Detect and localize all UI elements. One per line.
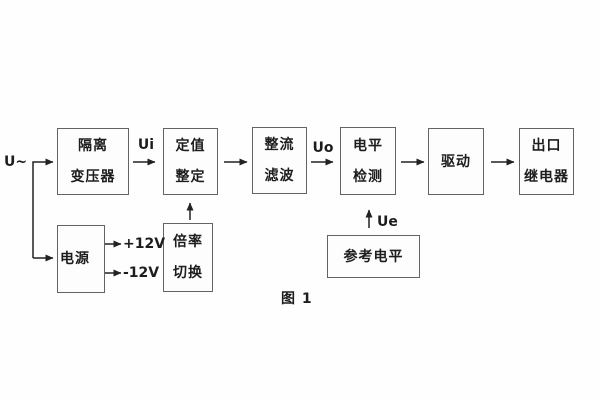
block-label: 隔离 [78, 138, 108, 154]
block-setpoint-adjust: 定值 整定 [163, 128, 218, 195]
signal-ue-label: Ue [377, 214, 398, 230]
block-isolation-transformer: 隔离 变压器 [57, 128, 129, 195]
block-label: 驱动 [441, 153, 471, 170]
input-voltage-label: U~ [4, 154, 28, 170]
block-output-relay: 出口 继电器 [519, 128, 574, 195]
connector-input-to-transformer [32, 158, 54, 258]
block-label: 继电器 [524, 169, 569, 185]
block-drive: 驱动 [428, 128, 484, 195]
block-label: 整流 [264, 137, 295, 153]
block-rectify-filter: 整流 滤波 [252, 127, 307, 194]
block-label: 变压器 [70, 169, 116, 185]
block-power-supply: 电源 [57, 225, 105, 293]
block-reference-level: 参考电平 [327, 235, 420, 278]
signal-ui-label: Ui [137, 137, 155, 153]
power-plus12-label: +12V [123, 236, 166, 252]
block-label: 检测 [353, 168, 383, 185]
figure-caption: 图 1 [281, 291, 313, 307]
block-label: 整定 [175, 169, 206, 185]
block-label: 切换 [173, 265, 203, 281]
block-label: 电平 [353, 137, 383, 154]
signal-uo-label: Uo [312, 140, 334, 156]
power-minus12-label: -12V [123, 265, 160, 281]
block-ratio-switch: 倍率 切换 [163, 223, 213, 292]
block-label: 参考电平 [343, 248, 404, 265]
block-label: 倍率 [173, 234, 203, 250]
block-label: 滤波 [264, 168, 295, 184]
block-label: 定值 [175, 138, 206, 154]
block-label: 电源 [60, 251, 90, 267]
block-level-detect: 电平 检测 [340, 127, 396, 195]
block-label: 出口 [531, 138, 562, 154]
